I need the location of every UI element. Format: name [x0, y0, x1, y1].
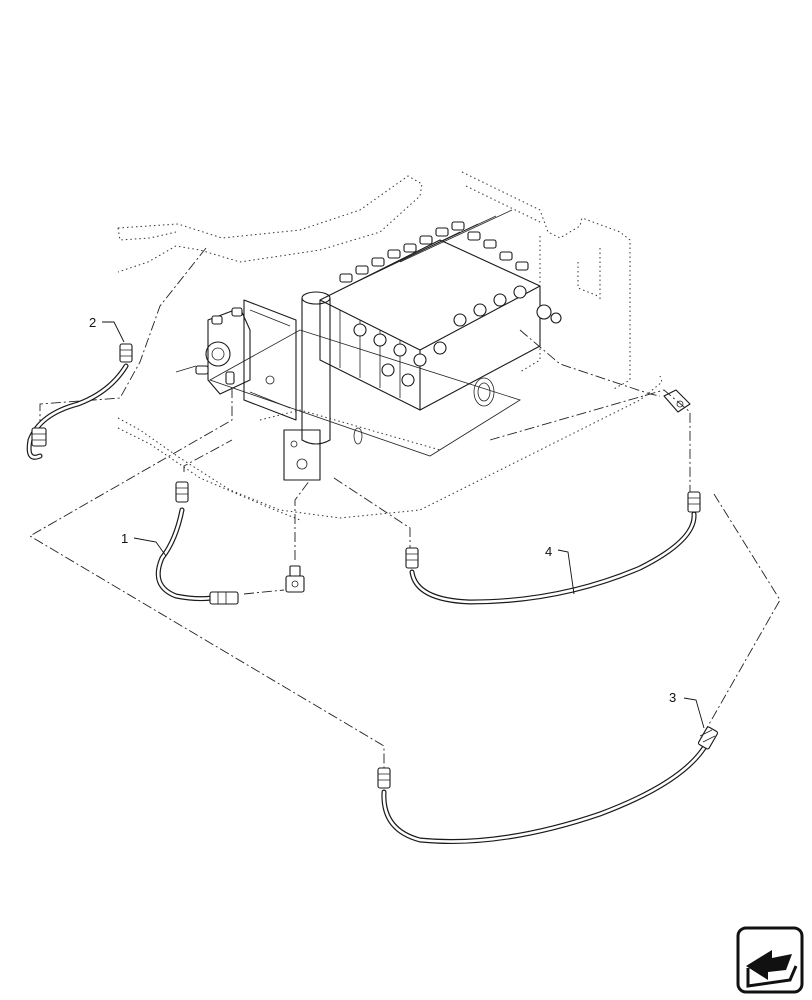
hose-4 [405, 491, 701, 605]
control-valve-bank [319, 209, 562, 411]
pilot-valve-bracket [175, 299, 297, 421]
support-post [283, 291, 331, 481]
callout-4: 4 [545, 544, 575, 595]
callout-2: 2 [89, 315, 125, 343]
mounting-plate [209, 329, 521, 457]
page-navigation-button[interactable] [736, 926, 804, 994]
hose-3 [377, 726, 719, 844]
hose-1 [155, 481, 239, 605]
callout-1: 1 [121, 531, 167, 557]
callout-4-label: 4 [545, 544, 552, 559]
callout-3-label: 3 [669, 690, 676, 705]
tee-fitting [285, 565, 305, 593]
callout-1-label: 1 [121, 531, 128, 546]
machine-frame-outline [117, 171, 663, 521]
hose-2 [26, 343, 133, 460]
right-elbow-fitting [663, 389, 691, 413]
callout-3: 3 [669, 690, 705, 729]
valve-top-fittings [339, 221, 529, 283]
page-navigation-arrow-icon [736, 926, 804, 994]
assembly-centerlines [29, 247, 781, 770]
callout-2-label: 2 [89, 315, 96, 330]
valve-front-ports [353, 285, 562, 387]
